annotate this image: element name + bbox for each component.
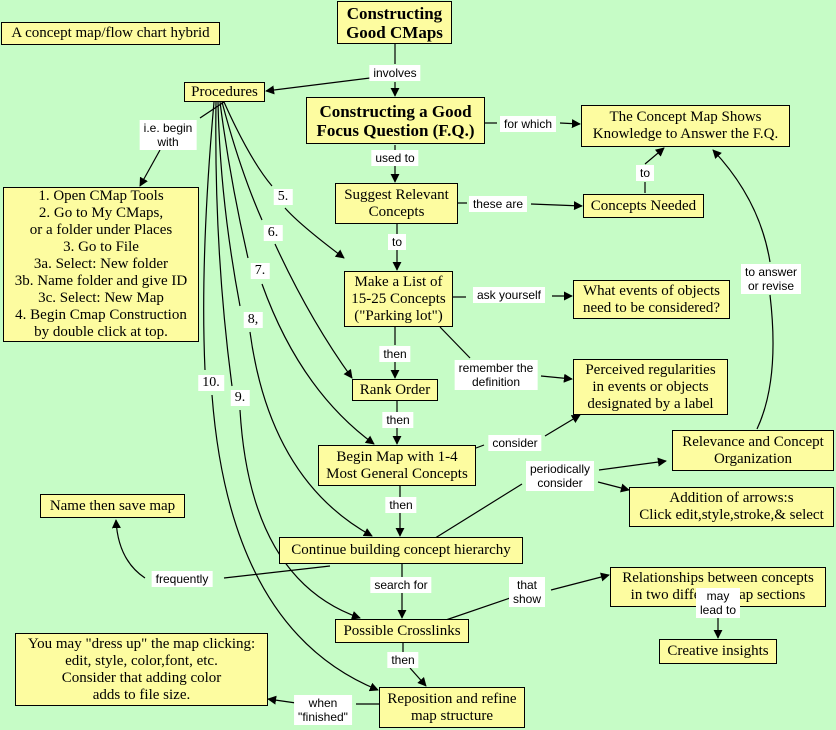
edge-thatshow-relationships: [550, 572, 610, 591]
edge-relevance-toanswer: [756, 294, 774, 430]
node-name-save[interactable]: Name then save map: [40, 494, 185, 518]
node-constructing-cmaps[interactable]: Constructing Good CMaps: [337, 1, 452, 44]
edge-periodically-addition: [597, 481, 630, 493]
step-number-7[interactable]: 7.: [250, 263, 270, 279]
edge-consider-perceived: [544, 414, 581, 437]
step-number-10[interactable]: 10.: [198, 375, 224, 391]
node-dress-up[interactable]: You may "dress up" the map clicking: edi…: [15, 633, 268, 706]
link-periodically-consider[interactable]: periodically consider: [525, 461, 595, 491]
link-consider[interactable]: consider: [488, 435, 542, 451]
node-rank-order[interactable]: Rank Order: [352, 379, 438, 401]
edge-proc-step8: [217, 101, 241, 307]
link-for-which[interactable]: for which: [499, 116, 557, 132]
link-to-answer-revise[interactable]: to answer or revise: [740, 264, 802, 294]
edge-beginmap-consider: [475, 444, 485, 449]
edge-to-shows: [644, 147, 665, 165]
edge-step8-continue: [249, 331, 373, 537]
edge-theseare-needed: [530, 201, 583, 211]
link-involves[interactable]: involves: [369, 65, 421, 81]
node-continue-building[interactable]: Continue building concept hierarchy: [279, 537, 523, 564]
edge-proc-step9: [215, 101, 233, 387]
edge-step9-crosslinks: [239, 409, 361, 620]
edge-toanswer-shows: [712, 149, 771, 263]
edge-proc-step7: [219, 101, 249, 259]
link-remember-definition[interactable]: remember the definition: [454, 360, 538, 390]
node-make-list[interactable]: Make a List of 15-25 Concepts ("Parking …: [344, 271, 453, 327]
node-focus-question[interactable]: Constructing a Good Focus Question (F.Q.…: [306, 97, 485, 144]
link-that-show[interactable]: that show: [508, 577, 546, 607]
link-then-rank[interactable]: then: [379, 346, 411, 362]
edge-continue-frequently: [223, 565, 331, 579]
link-when-finished[interactable]: when "finished": [294, 695, 352, 725]
edge-periodically-relevance: [598, 457, 667, 471]
edge-step5-makelist: [284, 207, 345, 259]
edge-step7-beginmap: [261, 283, 375, 445]
link-search-for[interactable]: search for: [370, 577, 432, 593]
node-concept-map-shows[interactable]: The Concept Map Shows Knowledge to Answe…: [581, 105, 790, 147]
edge-step10-reposition: [211, 394, 379, 692]
edge-crosslinks-thatshow: [439, 597, 511, 623]
edge-involves-procedures: [265, 77, 371, 95]
edge-proc-step10: [203, 101, 215, 371]
node-addition-arrows[interactable]: Addition of arrows:s Click edit,style,st…: [629, 487, 834, 527]
node-what-events[interactable]: What events of objects need to be consid…: [573, 280, 730, 319]
edge-whenfinished-dressup: [267, 695, 297, 705]
node-concepts-needed[interactable]: Concepts Needed: [583, 194, 704, 218]
node-relevance[interactable]: Relevance and Concept Organization: [672, 430, 834, 471]
edge-frequently-namesave: [111, 519, 146, 579]
node-hybrid-caption[interactable]: A concept map/flow chart hybrid: [1, 22, 220, 45]
link-frequently[interactable]: frequently: [151, 571, 213, 587]
step-number-8[interactable]: 8,: [243, 312, 263, 328]
step-number-6[interactable]: 6.: [263, 225, 283, 241]
link-may-lead-to[interactable]: may lead to: [695, 588, 741, 618]
link-ask-yourself[interactable]: ask yourself: [472, 287, 546, 303]
edge-remember-perceived: [540, 373, 573, 383]
edge-then-reposition: [409, 667, 427, 687]
node-perceived-regularities[interactable]: Perceived regularities in events or obje…: [573, 359, 728, 415]
edge-forwhich-shows: [559, 119, 581, 129]
node-procedures[interactable]: Procedures: [184, 82, 265, 102]
node-begin-map[interactable]: Begin Map with 1-4 Most General Concepts: [318, 445, 476, 486]
link-to-needed[interactable]: to: [635, 165, 655, 181]
link-then-reposition[interactable]: then: [387, 652, 419, 668]
link-ie-begin-with[interactable]: i.e. begin with: [139, 120, 197, 150]
edge-continue-periodically: [431, 483, 523, 541]
edge-begin-steps: [139, 149, 161, 187]
link-then-beginmap[interactable]: then: [382, 412, 414, 428]
node-creative-insights[interactable]: Creative insights: [659, 639, 777, 664]
link-then-continue[interactable]: then: [385, 497, 417, 513]
step-number-5[interactable]: 5.: [273, 189, 293, 205]
edge-step6-rank: [274, 243, 353, 379]
node-reposition[interactable]: Reposition and refine map structure: [379, 687, 525, 728]
edge-proc-step6: [221, 101, 263, 221]
node-possible-crosslinks[interactable]: Possible Crosslinks: [335, 619, 469, 643]
step-number-9[interactable]: 9.: [230, 390, 250, 406]
node-suggest-concepts[interactable]: Suggest Relevant Concepts: [335, 183, 458, 224]
link-to-makelist[interactable]: to: [387, 234, 407, 250]
edge-makelist-remember: [439, 326, 471, 359]
node-cmap-steps[interactable]: 1. Open CMap Tools 2. Go to My CMaps, or…: [3, 187, 199, 342]
link-used-to[interactable]: used to: [371, 150, 419, 166]
link-these-are[interactable]: these are: [468, 196, 528, 212]
edge-proc-step5: [223, 101, 273, 187]
